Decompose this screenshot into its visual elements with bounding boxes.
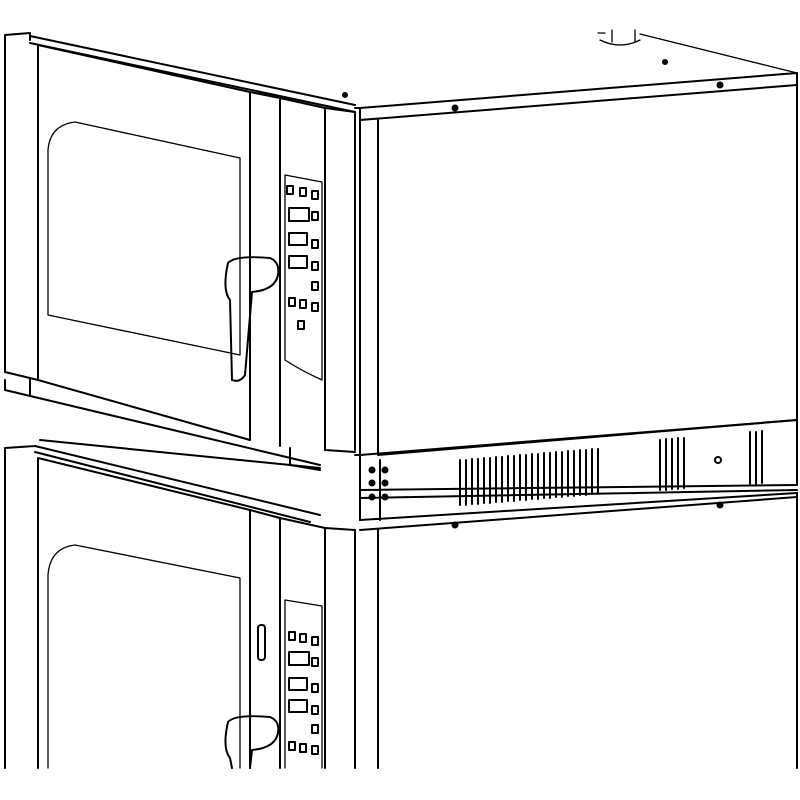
vent-knob [714, 456, 722, 464]
upper-door [37, 44, 251, 441]
upper-display [288, 207, 310, 222]
vent-grille [459, 430, 763, 506]
lower-door [37, 457, 251, 769]
lower-door-handle [224, 715, 280, 769]
upper-side-panel [354, 72, 798, 521]
lower-display [288, 651, 310, 666]
upper-control-buttons [286, 185, 319, 330]
upper-door-window [47, 121, 241, 356]
upper-door-handle [224, 256, 280, 382]
lower-door-window [47, 544, 241, 769]
upper-oven [4, 29, 798, 521]
lower-control-buttons [288, 631, 319, 755]
lower-side-panel [359, 492, 798, 769]
lower-oven [4, 445, 798, 769]
